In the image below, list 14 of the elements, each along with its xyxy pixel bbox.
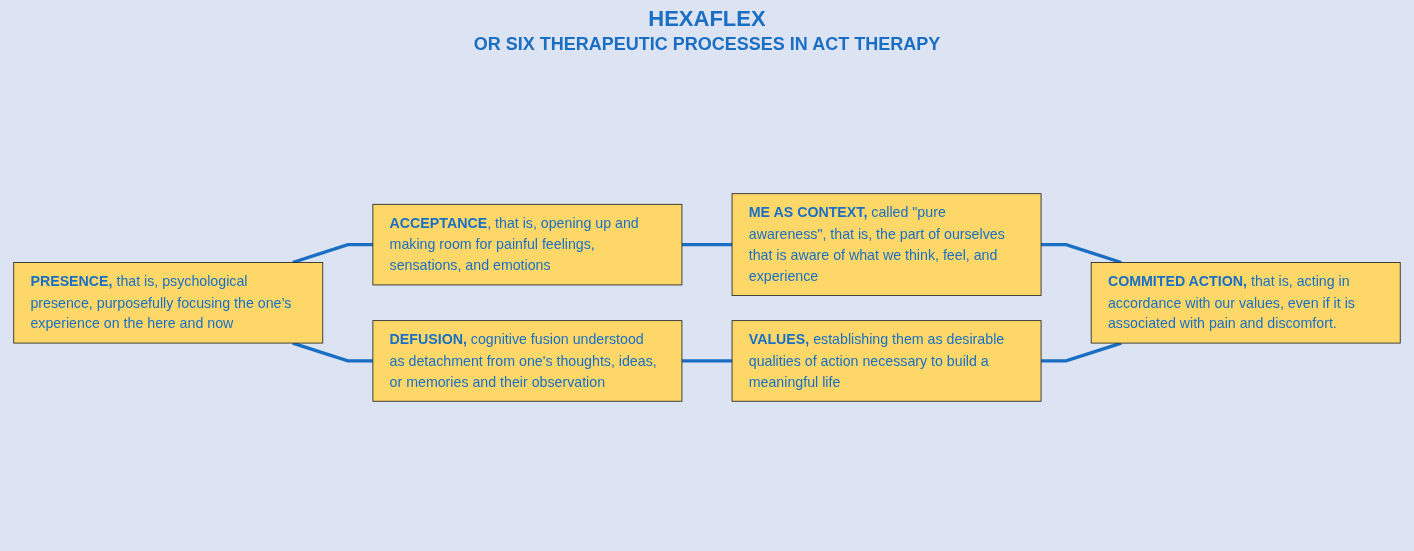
subtitle: OR SIX THERAPEUTIC PROCESSES IN ACT THERAPY <box>473 34 941 55</box>
node-box: COMMITED ACTION, that is, acting in accordance with our values, even if it is associated with pain and discomfort. <box>1090 261 1401 344</box>
node-box: DEFUSION, cognitive fusion understood as detachment from one's thoughts, ideas, or memories and their observation <box>372 319 683 402</box>
connector <box>292 242 373 264</box>
node-box: ACCEPTANCE, that is, opening up and making room for painful feelings, sensations, and emotions <box>372 203 683 285</box>
node-box: ME AS CONTEXT, called "pure awareness", that is, the part of ourselves that is aware of what we think, feel, and experience <box>731 192 1042 296</box>
connector <box>681 358 733 363</box>
connector <box>1041 242 1122 264</box>
connector <box>292 341 373 363</box>
connector <box>1041 341 1122 363</box>
connector <box>681 242 733 246</box>
diagram-title: HEXAFLEX <box>648 6 766 32</box>
node-box: VALUES, establishing them as desirable qualities of action necessary to build a meaningful life <box>731 319 1042 402</box>
node-box: PRESENCE, that is, psychological presence, purposefully focusing the one’s experience on the here and now <box>13 261 324 344</box>
